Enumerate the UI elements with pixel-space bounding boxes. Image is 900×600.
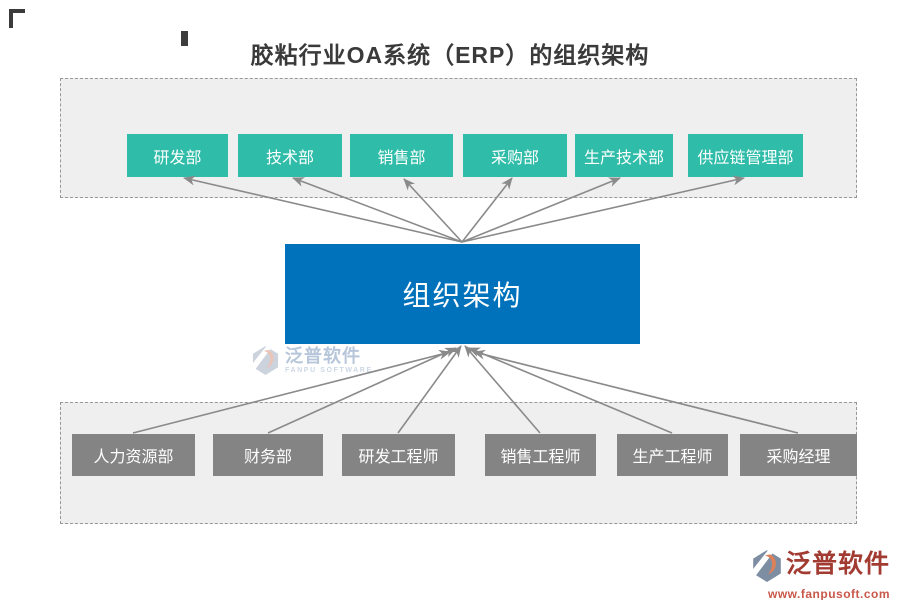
node-production-engineer: 生产工程师 — [617, 434, 728, 476]
title-left-artifact — [181, 31, 188, 46]
node-sales-engineer: 销售工程师 — [485, 434, 596, 476]
node-hr-dept: 人力资源部 — [72, 434, 195, 476]
watermark-subtitle-text: FANPU SOFTWARE — [285, 367, 373, 374]
node-production-tech-dept: 生产技术部 — [575, 134, 673, 177]
node-tech-dept: 技术部 — [238, 134, 342, 177]
node-rd-engineer: 研发工程师 — [342, 434, 455, 476]
node-finance-dept: 财务部 — [213, 434, 323, 476]
node-rd-dept: 研发部 — [127, 134, 228, 177]
fanpu-logo-icon — [751, 549, 783, 588]
corner-bracket-mark — [9, 9, 25, 28]
node-sales-dept: 销售部 — [350, 134, 453, 177]
footer-brand-name: 泛普软件 — [786, 550, 891, 578]
watermark-brand-text: 泛普软件 — [285, 346, 361, 366]
center-node-org-structure: 组织架构 — [285, 244, 640, 344]
page-title: 胶粘行业OA系统（ERP）的组织架构 — [250, 42, 650, 68]
fanpu-footer-brand: 泛普软件 www.fanpusoft.com — [751, 549, 890, 600]
footer-brand-website: www.fanpusoft.com — [768, 587, 891, 600]
node-supply-chain-dept: 供应链管理部 — [688, 134, 803, 177]
node-purchasing-manager: 采购经理 — [740, 434, 857, 476]
node-purchasing-dept: 采购部 — [463, 134, 567, 177]
fanpu-logo-icon-watermark — [251, 345, 280, 381]
fanpu-watermark: 泛普软件 FANPU SOFTWARE — [251, 345, 373, 381]
